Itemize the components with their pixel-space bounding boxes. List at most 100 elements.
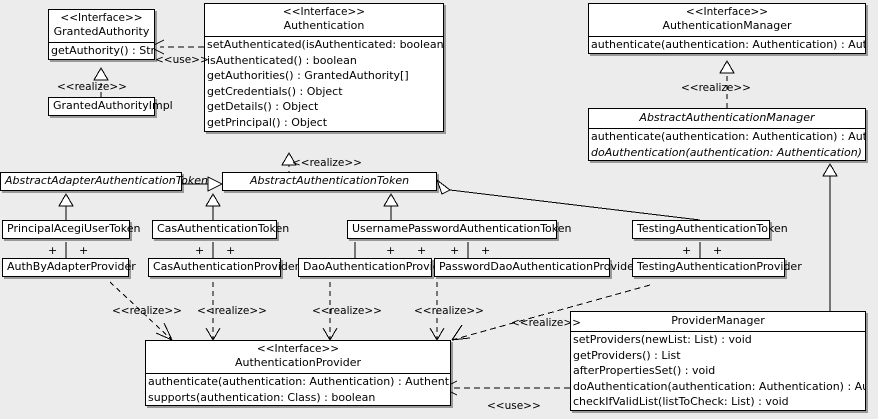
class-name: TestingAuthenticationProvider — [637, 260, 802, 273]
stereotype-label: <<Interface>> — [282, 6, 366, 18]
class-granted-authority-impl[interactable]: GrantedAuthorityImpl — [48, 97, 173, 116]
class-name: Authentication — [283, 19, 365, 32]
class-authentication[interactable]: <<Interface>> Authentication setAuthenti… — [204, 3, 444, 132]
class-header: PasswordDaoAuthenticationProvider — [435, 259, 639, 276]
compartment-divider — [589, 128, 865, 129]
operation: checkIfValidList(listToCheck: List) : vo… — [573, 395, 789, 409]
relationship-label-realize-authbyadapterprovider: <<realize>> — [112, 305, 182, 317]
operation: authenticate(authentication: Authenticat… — [148, 375, 450, 388]
relationship-label-realize-testingauthenticationprovider: <<realize>> — [511, 317, 581, 329]
class-authentication-manager[interactable]: <<Interface>> AuthenticationManager auth… — [588, 3, 866, 54]
relationship-label-use-providermanager-authenticationprovider: <<use>> — [487, 400, 541, 412]
relationship-label-realize-casauthenticationprovider: <<realize>> — [197, 305, 267, 317]
class-abstract-authentication-token[interactable]: AbstractAuthenticationToken — [222, 172, 437, 191]
operations-compartment: setProviders(newList: List) : void getPr… — [571, 332, 865, 410]
class-authentication-provider[interactable]: <<Interface>> AuthenticationProvider aut… — [145, 340, 451, 407]
association-end-marker: + — [386, 244, 396, 257]
association-end-marker: + — [79, 244, 89, 257]
class-header: <<Interface>> GrantedAuthority — [49, 10, 154, 42]
stereotype-label: <<Interface>> — [60, 12, 143, 24]
operations-compartment: getAuthority() : String — [49, 43, 154, 59]
association-end-marker: + — [713, 244, 723, 257]
compartment-divider — [205, 36, 443, 37]
operations-compartment: authenticate(authentication: Authenticat… — [589, 37, 865, 53]
class-header: TestingAuthenticationProvider — [633, 259, 802, 276]
relationship-label-use-authentication-grantedauthority: <<use>> — [155, 54, 209, 66]
class-name: PasswordDaoAuthenticationProvider — [439, 260, 639, 273]
class-password-dao-authentication-provider[interactable]: PasswordDaoAuthenticationProvider — [434, 258, 639, 277]
class-username-password-authentication-token[interactable]: UsernamePasswordAuthenticationToken — [347, 220, 572, 239]
relationship-label-realize-daoauthenticationprovider: <<realize>> — [312, 305, 382, 317]
class-header: AuthByAdapterProvider — [3, 259, 136, 276]
class-header: UsernamePasswordAuthenticationToken — [348, 221, 572, 238]
operation: getAuthority() : String — [51, 44, 154, 57]
class-header: <<Interface>> AuthenticationProvider — [146, 341, 450, 373]
operation: getDetails() : Object — [207, 100, 319, 114]
class-name: AbstractAuthenticationToken — [249, 174, 410, 187]
operations-compartment: setAuthenticated(isAuthenticated: boolea… — [205, 37, 443, 131]
class-name: AuthenticationManager — [662, 19, 792, 32]
association-end-marker: + — [481, 244, 491, 257]
association-end-marker: + — [417, 244, 427, 257]
compartment-divider — [146, 373, 450, 374]
class-testing-authentication-token[interactable]: TestingAuthenticationToken — [632, 220, 788, 239]
class-name: CasAuthenticationToken — [157, 222, 290, 235]
class-abstract-authentication-manager[interactable]: AbstractAuthenticationManager authentica… — [588, 108, 866, 162]
class-header: CasAuthenticationToken — [153, 221, 290, 238]
operation: supports(authentication: Class) : boolea… — [148, 390, 376, 404]
class-name: UsernamePasswordAuthenticationToken — [352, 222, 572, 235]
operation: doAuthentication(authentication: Authent… — [573, 379, 865, 393]
association-end-marker: + — [195, 244, 205, 257]
class-name: GrantedAuthorityImpl — [53, 99, 173, 112]
class-name: ProviderManager — [671, 314, 765, 327]
class-testing-authentication-provider[interactable]: TestingAuthenticationProvider — [632, 258, 802, 277]
operation: afterPropertiesSet() : void — [573, 364, 716, 378]
class-name: PrincipalAcegiUserToken — [7, 222, 141, 235]
operations-compartment: authenticate(authentication: Authenticat… — [146, 374, 450, 405]
class-provider-manager[interactable]: ProviderManager setProviders(newList: Li… — [570, 311, 866, 411]
stereotype-label: <<Interface>> — [256, 343, 340, 355]
class-header: PrincipalAcegiUserToken — [3, 221, 141, 238]
class-header: DaoAuthenticationProvider — [299, 259, 451, 276]
class-header: <<Interface>> AuthenticationManager — [589, 4, 865, 36]
operation: authenticate(authentication: Authenticat… — [591, 38, 865, 51]
class-header: CasAuthenticationProvider — [149, 259, 300, 276]
class-auth-by-adapter-provider[interactable]: AuthByAdapterProvider — [2, 258, 136, 277]
relationship-label-realize-grantedauthorityimpl: <<realize>> — [57, 81, 127, 93]
class-header: AbstractAuthenticationToken — [223, 173, 436, 190]
class-dao-authentication-provider[interactable]: DaoAuthenticationProvider — [298, 258, 451, 277]
class-name: CasAuthenticationProvider — [153, 260, 300, 273]
class-name: DaoAuthenticationProvider — [303, 260, 451, 273]
class-name: AuthenticationProvider — [234, 356, 362, 369]
operation: setAuthenticated(isAuthenticated: boolea… — [207, 38, 443, 51]
compartment-divider — [49, 42, 154, 43]
operation: isAuthenticated() : boolean — [207, 53, 357, 67]
class-header: <<Interface>> Authentication — [205, 4, 443, 36]
compartment-divider — [589, 36, 865, 37]
association-end-marker: + — [450, 244, 460, 257]
operation: getProviders() : List — [573, 348, 681, 362]
operation: getPrincipal() : Object — [207, 115, 328, 129]
operation: setProviders(newList: List) : void — [573, 333, 752, 346]
class-header: TestingAuthenticationToken — [633, 221, 788, 238]
class-name: TestingAuthenticationToken — [637, 222, 788, 235]
class-header: AbstractAdapterAuthenticationToken — [1, 173, 208, 190]
class-name: GrantedAuthority — [53, 25, 150, 38]
class-abstract-adapter-authentication-token[interactable]: AbstractAdapterAuthenticationToken — [0, 172, 208, 191]
association-end-marker: + — [48, 244, 58, 257]
relationship-label-realize-passworddaoauthenticationprovider: <<realize>> — [414, 305, 484, 317]
association-end-marker: + — [226, 244, 236, 257]
class-cas-authentication-provider[interactable]: CasAuthenticationProvider — [148, 258, 300, 277]
association-end-marker: + — [682, 244, 692, 257]
relationship-label-realize-abstractauthenticationmanager: <<realize>> — [681, 82, 751, 94]
class-name: AbstractAdapterAuthenticationToken — [5, 174, 208, 187]
class-cas-authentication-token[interactable]: CasAuthenticationToken — [152, 220, 290, 239]
operations-compartment: authenticate(authentication: Authenticat… — [589, 129, 865, 160]
class-header: GrantedAuthorityImpl — [49, 98, 173, 115]
class-principal-acegi-user-token[interactable]: PrincipalAcegiUserToken — [2, 220, 141, 239]
class-name: AbstractAuthenticationManager — [639, 111, 815, 124]
compartment-divider — [571, 331, 865, 332]
class-granted-authority[interactable]: <<Interface>> GrantedAuthority getAuthor… — [48, 9, 155, 60]
